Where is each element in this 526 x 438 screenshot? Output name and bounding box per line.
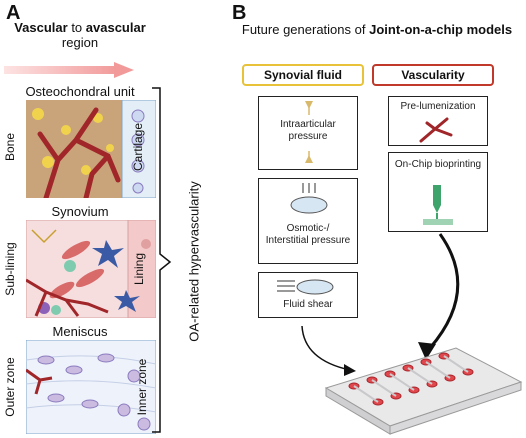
pre-lumenization-box: Pre-lumenization [388,96,488,146]
outer-zone-label: Outer zone [3,357,17,417]
bioprinter-icon [423,185,453,225]
heading-to: to [67,20,86,35]
intraarticular-pressure-box: Intraarticular pressure [258,96,358,170]
heading-avascular: avascular [85,20,146,35]
bracket-label: OA-related hypervascularity [186,181,202,342]
cartilage-label: Cartilage [131,122,145,172]
joint-on-chip-device [324,347,523,435]
flow-arrows [301,233,460,376]
hypervascularity-bracket [152,87,172,433]
vascularity-pill: Vascularity [372,64,494,86]
heading-region: region [61,35,99,50]
osteochondral-title: Osteochondral unit [25,84,135,99]
synovium-title: Synovium [51,204,109,219]
gradient-arrow [4,62,134,78]
panel-a-heading: Vascular to avascular region [0,20,160,50]
meniscus-illustration [26,340,156,434]
panel-a-letter: A [6,2,21,24]
sub-lining-label: Sub-lining [3,242,17,296]
bioprinting-box: On-Chip bioprinting [388,152,488,232]
pre-lumenization-text: Pre-lumenization [400,101,476,112]
heading-bold: Joint-on-a-chip models [369,22,513,37]
fluid-shear-text: Fluid shear [283,299,333,310]
intraarticular-pressure-text: Intraarticular pressure [280,119,336,142]
inner-zone-label: Inner zone [135,358,149,416]
bioprinting-text: On-Chip bioprinting [394,159,482,170]
panel-b-letter: B [232,2,247,24]
pressure-arrows-icon [305,101,313,163]
synovial-fluid-pill: Synovial fluid [242,64,364,86]
synovium-illustration [26,220,156,318]
osmotic-pressure-text: Osmotic-/ Interstitial pressure [265,223,351,246]
meniscus-title: Meniscus [52,324,108,339]
bone-label: Bone [3,132,17,162]
fluid-shear-icon [277,279,334,295]
heading-plain: Future generations of [241,22,370,37]
heading-vascular: Vascular [14,20,68,35]
vessel-icon [419,117,453,143]
osmotic-pressure-box: Osmotic-/ Interstitial pressure [258,178,358,264]
osteochondral-illustration [26,100,156,198]
panel-b-heading: Future generations of Joint-on-a-chip mo… [228,22,526,37]
lining-label: Lining [132,252,146,286]
osmotic-cell-icon [290,183,328,214]
fluid-shear-box: Fluid shear [258,272,358,318]
